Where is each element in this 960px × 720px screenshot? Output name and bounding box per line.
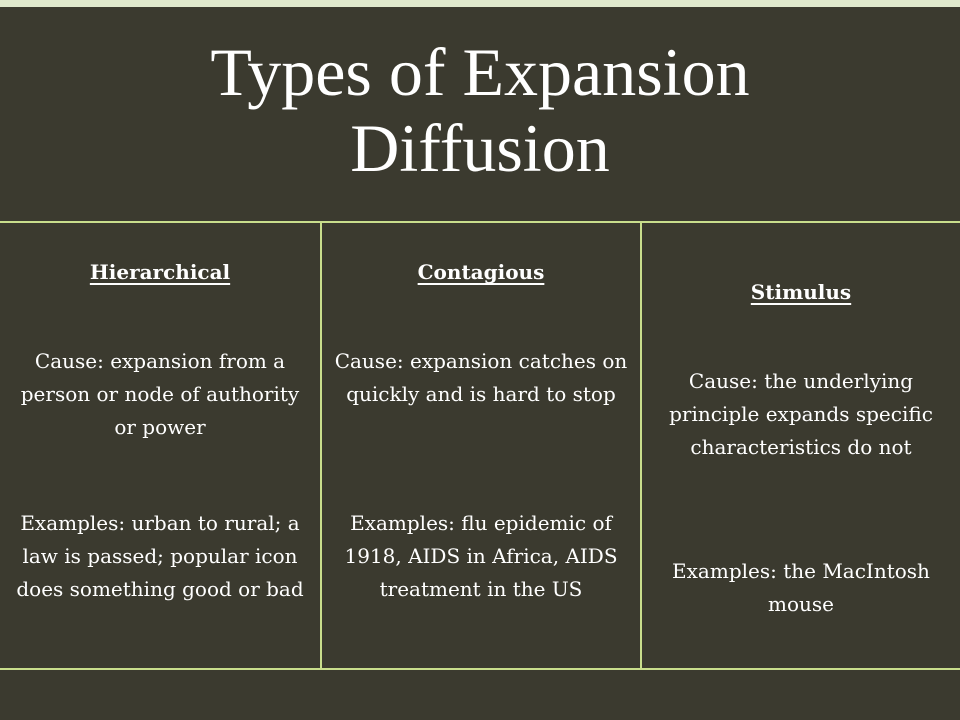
cause-text: Cause: expansion from a person or node o… [20, 349, 300, 439]
column-heading: Hierarchical [89, 260, 231, 284]
examples-text: Examples: the MacIntosh mouse [672, 559, 930, 616]
column-contagious: Contagious Cause: expansion catches on q… [320, 223, 640, 668]
column-heading: Stimulus [750, 280, 852, 304]
slide-title: Types of Expansion Diffusion [0, 34, 960, 186]
examples-text: Examples: flu epidemic of 1918, AIDS in … [344, 511, 618, 601]
column-stimulus: Stimulus Cause: the underlying principle… [640, 223, 960, 668]
cause-text: Cause: expansion catches on quickly and … [334, 349, 628, 406]
cause-text: Cause: the underlying principle expands … [669, 369, 933, 459]
top-accent-bar [0, 0, 960, 7]
slide-title-line-2: Diffusion [350, 110, 610, 186]
column-heading: Contagious [417, 260, 545, 284]
slide-title-line-1: Types of Expansion [210, 34, 750, 110]
column-hierarchical: Hierarchical Cause: expansion from a per… [0, 223, 320, 668]
examples-text: Examples: urban to rural; a law is passe… [16, 511, 304, 601]
diffusion-table: Hierarchical Cause: expansion from a per… [0, 221, 960, 670]
